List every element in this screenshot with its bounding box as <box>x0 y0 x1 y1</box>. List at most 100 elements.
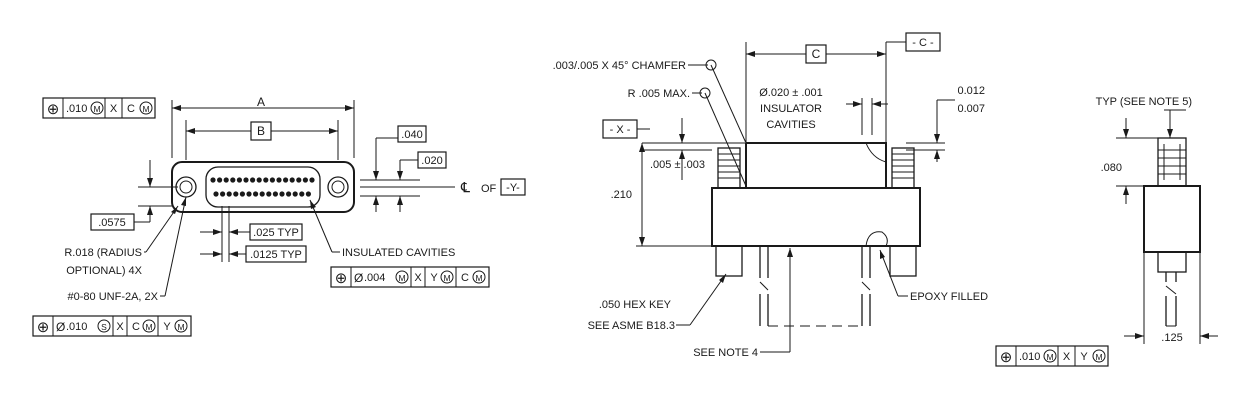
dim-040-label: .040 <box>401 129 422 141</box>
dim-0007-label: 0.007 <box>957 103 985 115</box>
pin-contact <box>272 191 278 197</box>
connector-end-body <box>1143 137 1201 327</box>
fcf-bottom-datum3: Y <box>163 321 171 333</box>
fcf-top-datum2: C <box>127 103 135 115</box>
dim-a-label: A <box>257 95 265 109</box>
fcf-top: ⊕ .010 M X C M <box>42 97 156 119</box>
pin-contact <box>233 191 239 197</box>
fcf-bottom-datum1: X <box>116 321 124 333</box>
datum-x: - X - <box>602 119 745 144</box>
fcf-right-symbol: ⊕ <box>335 270 348 287</box>
dim-0125-label: .0125 TYP <box>250 249 302 261</box>
fcf-right-diameter: Ø <box>354 271 363 285</box>
centerline-symbol: ℄ <box>460 179 470 195</box>
pin-contact <box>220 191 226 197</box>
dim-210-label: .210 <box>611 189 632 201</box>
dim-c-label: C <box>812 47 821 61</box>
dim-0012-0007: 0.012 0.007 <box>906 85 985 162</box>
pin-contact <box>213 191 219 197</box>
pin-contact <box>309 177 315 183</box>
hex-key-line1: .050 HEX KEY <box>599 299 672 311</box>
insulator-line1: Ø.020 ± .001 <box>759 87 823 99</box>
chamfer-label: .003/.005 X 45° CHAMFER <box>553 60 686 72</box>
dim-020-label: .020 <box>421 155 442 167</box>
pin-contact <box>236 177 242 183</box>
pin-contact <box>279 191 285 197</box>
dim-005-label: .005 ± .003 <box>650 159 705 171</box>
note4-callout: SEE NOTE 4 <box>693 248 793 359</box>
fcf-right: ⊕ Ø .004 M X Y M C M <box>330 266 490 288</box>
fcf-top-modifier: M <box>93 104 100 114</box>
fcf-end-datum1: X <box>1063 351 1071 363</box>
pin-contact <box>253 191 259 197</box>
epoxy-label: EPOXY FILLED <box>910 291 988 303</box>
dim-c: C - C - <box>745 32 941 160</box>
insulator-line2: INSULATOR <box>760 103 822 115</box>
pin-contact <box>223 177 229 183</box>
thread-label: #0-80 UNF-2A, 2X <box>68 291 159 303</box>
fcf-end-datum2: Y <box>1080 351 1088 363</box>
fcf-bottom-datum3-mod: M <box>177 322 184 332</box>
epoxy-callout: EPOXY FILLED <box>879 249 988 303</box>
dim-005-210: .005 ± .003 .210 <box>611 118 712 247</box>
pin-contact <box>299 191 305 197</box>
side-view: .003/.005 X 45° CHAMFER R .005 MAX. - X … <box>553 32 988 359</box>
chamfer-callout: .003/.005 X 45° CHAMFER R .005 MAX. <box>553 59 747 187</box>
fcf-top-datum2-mod: M <box>142 104 149 114</box>
connector-side-body <box>711 142 921 327</box>
pin-contact <box>239 191 245 197</box>
dim-125: .125 <box>1124 252 1218 344</box>
dim-b-label: B <box>257 124 265 138</box>
centerline-datum: -Y- <box>506 182 520 194</box>
pin-contact <box>266 191 272 197</box>
insulated-cavities-label: INSULATED CAVITIES <box>342 247 455 259</box>
pin-contact <box>243 177 249 183</box>
end-view: TYP (SEE NOTE 5) .08 <box>995 96 1218 367</box>
fcf-end-symbol: ⊕ <box>1000 349 1013 366</box>
pin-contact <box>305 191 311 197</box>
dim-025-0125: .025 TYP .0125 TYP <box>200 206 307 263</box>
pin-contact <box>210 177 216 183</box>
thread-callout: #0-80 UNF-2A, 2X <box>68 196 187 303</box>
typ-note-label: TYP (SEE NOTE 5) <box>1096 96 1192 108</box>
centerline-y: ℄ OF -Y- <box>360 178 526 196</box>
pin-contact <box>259 191 265 197</box>
fcf-top-tolerance: .010 <box>66 103 87 115</box>
pin-contact <box>276 177 282 183</box>
dim-125-label: .125 <box>1161 332 1182 344</box>
pin-contact <box>230 177 236 183</box>
fcf-bottom-datum2: C <box>132 321 140 333</box>
pin-contact <box>226 191 232 197</box>
front-view: ⊕ .010 M X C M A B <box>32 95 526 337</box>
fcf-bottom: ⊕ Ø .010 S X C M Y M <box>32 315 192 337</box>
dim-025-label: .025 TYP <box>253 227 299 239</box>
datum-x-label: - X - <box>610 124 631 136</box>
fcf-end-modifier: M <box>1046 352 1053 362</box>
fcf-end-datum2-mod: M <box>1095 352 1102 362</box>
fcf-right-datum3: C <box>461 272 469 284</box>
pin-contact <box>283 177 289 183</box>
fcf-top-symbol: ⊕ <box>47 101 60 118</box>
radius-line1: R.018 (RADIUS <box>64 247 142 259</box>
hex-key-line2: SEE ASME B18.3 <box>588 320 675 332</box>
insulator-line3: CAVITIES <box>766 119 815 131</box>
radius-line2: OPTIONAL) 4X <box>66 265 142 277</box>
pin-contact <box>263 177 269 183</box>
pin-contact <box>217 177 223 183</box>
dim-0575: .0575 <box>90 160 178 231</box>
fcf-end: ⊕ .010 M X Y M <box>995 345 1109 367</box>
fcf-bottom-symbol: ⊕ <box>37 319 50 336</box>
radius-max-label: R .005 MAX. <box>628 88 690 100</box>
pin-contact <box>296 177 302 183</box>
insulator-cavities-note: Ø.020 ± .001 INSULATOR CAVITIES <box>759 87 888 135</box>
pin-contact <box>269 177 275 183</box>
fcf-right-modifier: M <box>398 273 405 283</box>
pin-contact <box>289 177 295 183</box>
fcf-right-datum3-mod: M <box>475 273 482 283</box>
fcf-bottom-datum2-mod: M <box>145 322 152 332</box>
dim-b: B <box>185 120 339 160</box>
datum-c-label: - C - <box>912 37 934 49</box>
note4-label: SEE NOTE 4 <box>693 347 758 359</box>
dim-a: A <box>171 95 355 158</box>
dim-040-020: .040 .020 <box>360 125 447 212</box>
